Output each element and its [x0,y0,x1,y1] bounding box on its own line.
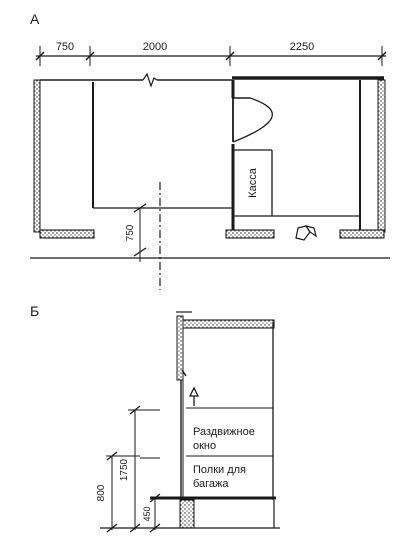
roof-slab [181,319,275,329]
section-wall-upper [176,315,184,381]
right-wall [377,79,386,233]
counter-base [179,499,195,529]
sliding-window-label: Раздвижное [193,426,255,438]
left-wall [33,79,41,233]
dimension-1750: 1750 [119,405,160,533]
top-dimension-chain: 750 2000 2250 [35,41,387,66]
section-b-label: Б [30,303,39,319]
dimension-450: 450 [142,493,161,533]
dim-label-450: 450 [142,506,152,521]
plan-a: А 750 2000 2250 [30,11,390,290]
dimension-800: 800 [96,451,140,533]
break-mark [142,72,158,88]
door-swing-arc [232,97,273,143]
cashier-label: Касса [247,167,259,198]
wall-mark [181,369,187,377]
shelves-label: Полки для [193,464,246,476]
section-b: Б Раздвижное окно Полки для багажа [30,303,280,533]
cashier-booth: Касса [231,144,360,230]
wall-stub-left [39,229,95,239]
plan-a-label: А [30,11,40,27]
vertical-dimension-750: 750 [125,203,147,262]
wall-stub-right [339,229,385,239]
chair-symbol [295,225,317,241]
window-arrow-icon [188,386,200,406]
dim-label-vertical-750: 750 [125,224,136,241]
dim-label-2250: 2250 [290,41,314,53]
shelves-label-2: багажа [193,478,229,490]
dim-label-800: 800 [96,484,107,501]
wall-stub-middle [225,229,275,239]
dim-label-1750: 1750 [119,458,130,481]
dim-label-2000: 2000 [143,41,167,53]
dim-label-750: 750 [56,41,74,53]
sliding-window-label-2: окно [193,440,216,452]
